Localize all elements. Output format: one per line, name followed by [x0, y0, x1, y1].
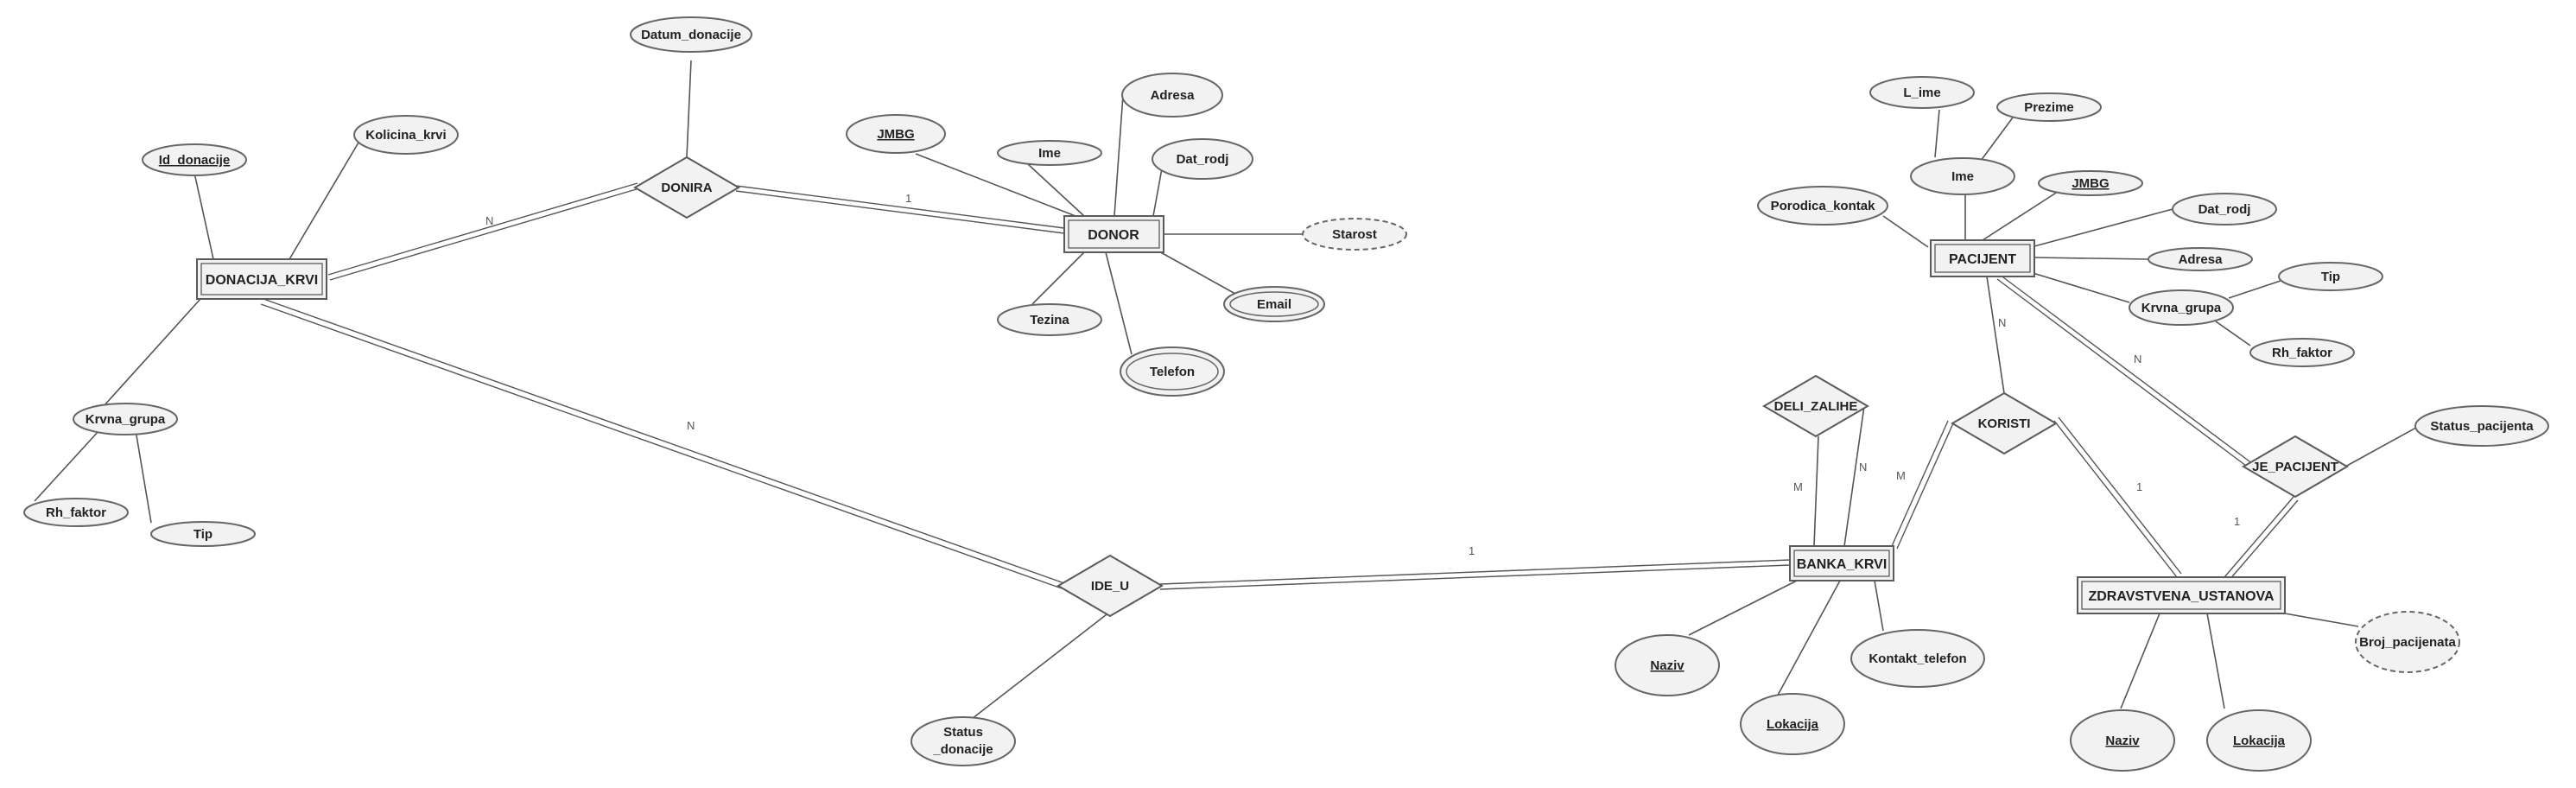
- attr-krvna-grupa-dk-label: Krvna_grupa: [86, 412, 166, 427]
- attr-lokacija-bk-label: Lokacija: [1767, 717, 1819, 732]
- relationship-deli-zalihe-label: DELI_ZALIHE: [1774, 399, 1858, 414]
- entity-donor-label: DONOR: [1088, 228, 1139, 243]
- entity-donacija-krvi[interactable]: DONACIJA_KRVI: [196, 258, 327, 300]
- attr-dat-rodj-donor-label: Dat_rodj: [1177, 152, 1229, 167]
- entity-donor[interactable]: DONOR: [1063, 215, 1164, 253]
- attr-kolicina-krvi-label: Kolicina_krvi: [365, 128, 446, 143]
- entity-banka-krvi[interactable]: BANKA_KRVI: [1789, 545, 1894, 581]
- attr-starost[interactable]: Starost: [1302, 218, 1407, 251]
- attr-kontakt-telefon-label: Kontakt_telefon: [1869, 651, 1966, 666]
- attr-rh-faktor-dk[interactable]: Rh_faktor: [23, 498, 129, 527]
- attr-rh-faktor-dk-label: Rh_faktor: [46, 505, 106, 520]
- relationship-koristi-label: KORISTI: [1978, 416, 2031, 431]
- attr-krvna-grupa-dk[interactable]: Krvna_grupa: [73, 403, 178, 435]
- card-koristi-zu: 1: [2136, 480, 2142, 493]
- card-deli-n: N: [1859, 461, 1867, 473]
- connectors: [34, 60, 2433, 720]
- card-deli-m: M: [1793, 480, 1803, 493]
- attr-adresa-donor-label: Adresa: [1151, 88, 1196, 103]
- attr-broj-pacijenata[interactable]: Broj_pacijenata: [2355, 611, 2460, 673]
- attr-adresa-pac[interactable]: Adresa: [2148, 247, 2253, 271]
- attr-l-ime[interactable]: L_ime: [1869, 76, 1975, 109]
- entity-banka-krvi-label: BANKA_KRVI: [1797, 557, 1888, 572]
- relationship-je-pacijent[interactable]: JE_PACIJENT: [2242, 435, 2349, 499]
- attr-kolicina-krvi[interactable]: Kolicina_krvi: [353, 115, 459, 155]
- attr-kontakt-telefon[interactable]: Kontakt_telefon: [1850, 629, 1985, 688]
- card-koristi-banka: M: [1896, 469, 1906, 482]
- attr-adresa-pac-label: Adresa: [2179, 252, 2224, 267]
- attr-ime-pac-label: Ime: [1951, 169, 1974, 184]
- attr-status-donacije-line1: Status: [943, 725, 983, 740]
- attr-jmbg-donor-label: JMBG: [877, 127, 914, 142]
- relationship-je-pacijent-label: JE_PACIJENT: [2252, 460, 2338, 474]
- attr-l-ime-label: L_ime: [1903, 86, 1940, 100]
- card-je-pacijent-pac: N: [2134, 353, 2141, 365]
- attr-status-pacijenta[interactable]: Status_pacijenta: [2414, 405, 2549, 447]
- attr-ime-pac[interactable]: Ime: [1910, 157, 2015, 195]
- attr-starost-label: Starost: [1332, 227, 1377, 242]
- attr-naziv-bk[interactable]: Naziv: [1615, 634, 1720, 696]
- attr-ime-donor[interactable]: Ime: [997, 140, 1102, 166]
- attr-broj-pacijenata-label: Broj_pacijenata: [2359, 635, 2456, 650]
- attr-porodica-kontak-label: Porodica_kontak: [1771, 199, 1876, 213]
- attr-tezina-label: Tezina: [1030, 313, 1069, 327]
- attr-tip-pac[interactable]: Tip: [2278, 262, 2383, 291]
- cardinality-labels: N 1 N 1 M N M N 1 N 1: [485, 192, 2240, 557]
- attr-datum-donacije-label: Datum_donacije: [641, 28, 741, 42]
- attr-naziv-bk-label: Naziv: [1650, 658, 1685, 673]
- attr-jmbg-donor[interactable]: JMBG: [846, 114, 946, 154]
- attr-tip-dk[interactable]: Tip: [150, 521, 256, 547]
- card-dk-ide-u: N: [687, 419, 695, 432]
- relationship-donira-label: DONIRA: [661, 181, 712, 195]
- attr-jmbg-pac[interactable]: JMBG: [2038, 170, 2143, 196]
- entity-zdravstvena-ustanova-label: ZDRAVSTVENA_USTANOVA: [2088, 589, 2275, 604]
- attr-porodica-kontak[interactable]: Porodica_kontak: [1757, 186, 1888, 226]
- attr-telefon[interactable]: Telefon: [1120, 346, 1225, 397]
- attr-lokacija-bk[interactable]: Lokacija: [1740, 693, 1845, 755]
- relationship-ide-u-label: IDE_U: [1091, 579, 1129, 594]
- relationship-koristi[interactable]: KORISTI: [1951, 391, 2058, 455]
- attr-status-pacijenta-label: Status_pacijenta: [2430, 419, 2534, 434]
- attr-datum-donacije[interactable]: Datum_donacije: [630, 16, 752, 53]
- relationship-donira[interactable]: DONIRA: [633, 156, 740, 219]
- entity-pacijent[interactable]: PACIJENT: [1930, 239, 2035, 277]
- relationship-ide-u[interactable]: IDE_U: [1056, 554, 1164, 618]
- entity-zdravstvena-ustanova[interactable]: ZDRAVSTVENA_USTANOVA: [2077, 576, 2286, 614]
- attr-id-donacije-label: Id_donacije: [159, 153, 231, 168]
- attr-tezina[interactable]: Tezina: [997, 303, 1102, 336]
- attr-adresa-donor[interactable]: Adresa: [1121, 73, 1223, 118]
- attr-prezime[interactable]: Prezime: [1996, 92, 2102, 122]
- attr-rh-faktor-pac[interactable]: Rh_faktor: [2249, 338, 2355, 367]
- attr-rh-faktor-pac-label: Rh_faktor: [2272, 346, 2332, 360]
- attr-status-donacije-line2: _donacije: [932, 742, 993, 757]
- relationship-deli-zalihe[interactable]: DELI_ZALIHE: [1762, 374, 1869, 438]
- card-donira-donor: 1: [905, 192, 911, 205]
- attr-naziv-zu-label: Naziv: [2105, 734, 2140, 748]
- card-dk-donira: N: [485, 214, 493, 227]
- attr-lokacija-zu-label: Lokacija: [2233, 734, 2286, 748]
- attr-email-label: Email: [1257, 297, 1291, 312]
- attr-status-donacije[interactable]: Status _donacije: [910, 716, 1016, 766]
- entity-pacijent-label: PACIJENT: [1949, 252, 2016, 267]
- attr-lokacija-zu[interactable]: Lokacija: [2206, 709, 2312, 772]
- attr-dat-rodj-donor[interactable]: Dat_rodj: [1152, 138, 1253, 180]
- attr-ime-donor-label: Ime: [1038, 146, 1061, 161]
- attr-dat-rodj-pac-label: Dat_rodj: [2198, 202, 2251, 217]
- attr-tip-pac-label: Tip: [2321, 270, 2340, 284]
- entity-donacija-krvi-label: DONACIJA_KRVI: [206, 273, 318, 288]
- attr-dat-rodj-pac[interactable]: Dat_rodj: [2172, 193, 2277, 226]
- attr-krvna-grupa-pac[interactable]: Krvna_grupa: [2129, 289, 2234, 326]
- card-ide-u-banka: 1: [1469, 544, 1475, 557]
- card-koristi-pacijent: N: [1998, 316, 2006, 329]
- attr-id-donacije[interactable]: Id_donacije: [142, 143, 247, 176]
- attr-telefon-label: Telefon: [1150, 365, 1195, 379]
- attr-jmbg-pac-label: JMBG: [2072, 176, 2109, 191]
- attr-email[interactable]: Email: [1223, 286, 1325, 322]
- attr-prezime-label: Prezime: [2024, 100, 2074, 115]
- attr-naziv-zu[interactable]: Naziv: [2070, 709, 2175, 772]
- card-je-pacijent-zu: 1: [2234, 515, 2240, 528]
- attr-tip-dk-label: Tip: [194, 527, 213, 542]
- attr-krvna-grupa-pac-label: Krvna_grupa: [2141, 301, 2222, 315]
